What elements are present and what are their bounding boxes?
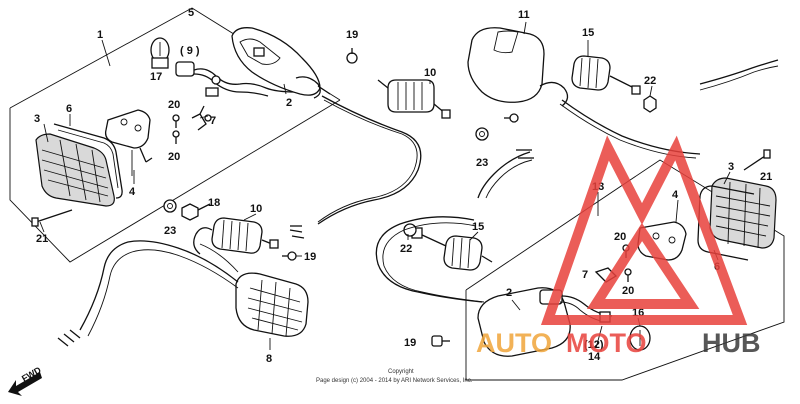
right-frame (465, 159, 785, 381)
watermark-part3: HUB (702, 328, 761, 358)
watermark: AUTO MOTO HUB (476, 135, 761, 358)
callout-21-left: 21 (36, 233, 48, 245)
copyright-line2: Page design (c) 2004 - 2014 by ARI Netwo… (316, 378, 473, 384)
callout-23-left: 23 (164, 225, 176, 237)
callout-19-left: 19 (304, 251, 316, 263)
left-socket-plate[interactable] (104, 109, 153, 176)
screw-19-top[interactable] (346, 48, 358, 64)
nut-22-lower[interactable] (403, 223, 417, 237)
left-clamp[interactable] (191, 105, 212, 131)
screw-19-lower[interactable] (431, 335, 450, 347)
watermark-part1: AUTO (476, 328, 552, 358)
right-rear-lens[interactable] (709, 177, 777, 249)
left-harness (317, 95, 422, 225)
right-screw-lower[interactable] (624, 268, 632, 282)
screw-19-left[interactable] (282, 251, 297, 261)
fwd-indicator: FWD (8, 365, 43, 396)
callout-19-top: 19 (346, 29, 358, 41)
lower-left-housing[interactable] (235, 272, 309, 337)
right-lower-harness (375, 216, 483, 303)
callout-20-right-lower: 20 (622, 285, 634, 297)
nut-18[interactable] (181, 203, 211, 221)
left-rear-lens[interactable] (35, 133, 115, 207)
callout-20-left-upper: 20 (168, 99, 180, 111)
copyright-line1: Copyright (388, 369, 414, 375)
right-rear-housing[interactable] (467, 27, 701, 159)
callout-4-right: 4 (672, 189, 679, 201)
left-harness-2 (317, 99, 418, 223)
callout-3-left: 3 (34, 113, 40, 125)
watermark-triangles (540, 135, 748, 325)
callout-14: 14 (588, 351, 601, 363)
callout-20-right-upper: 20 (614, 231, 626, 243)
lower-stay-10[interactable] (193, 217, 279, 255)
right-gasket-2[interactable] (697, 195, 749, 261)
callout-22-upper: 22 (644, 75, 656, 87)
callout-9: ( 9 ) (180, 45, 200, 57)
right-top-wires (699, 59, 779, 85)
callout-19-lower: 19 (404, 337, 416, 349)
left-screw-lower[interactable] (172, 130, 180, 144)
callout-1: 1 (97, 29, 103, 41)
upper-stay-15[interactable] (571, 55, 641, 95)
right-bolt[interactable] (743, 149, 771, 171)
callout-21-right: 21 (760, 171, 772, 183)
callout-7-right: 7 (582, 269, 588, 281)
nut-23-center[interactable] (475, 127, 489, 141)
callout-8: 8 (266, 353, 272, 365)
callout-10-lower: 10 (250, 203, 262, 215)
callout-5: 5 (188, 7, 194, 19)
callout-20-left-lower: 20 (168, 151, 180, 163)
callout-2-left: 2 (286, 97, 292, 109)
left-bulb-socket[interactable] (175, 61, 297, 97)
center-wires-2 (485, 159, 533, 199)
watermark-part2: MOTO (566, 328, 647, 358)
callout-15-lower: 15 (472, 221, 484, 233)
right-gasket[interactable] (699, 185, 755, 197)
lower-left-harness (79, 240, 239, 331)
callout-18: 18 (208, 197, 220, 209)
callout-15-upper: 15 (582, 27, 594, 39)
lower-stay-15[interactable] (411, 227, 493, 271)
callout-2-right: 2 (506, 287, 512, 299)
left-gasket[interactable] (53, 123, 123, 199)
left-bolt[interactable] (31, 209, 73, 227)
nut-22-upper[interactable] (643, 95, 657, 113)
callout-22-lower: 22 (400, 243, 412, 255)
callout-3-right: 3 (728, 161, 734, 173)
callout-11: 11 (518, 9, 530, 21)
callout-23-center: 23 (476, 157, 488, 169)
callout-12: (12) (584, 339, 604, 351)
right-lower-harness-2 (382, 222, 485, 303)
callout-7-left: 7 (210, 115, 216, 127)
copyright: Copyright Page design (c) 2004 - 2014 by… (316, 369, 473, 384)
screw-center[interactable] (504, 113, 519, 123)
center-wires (477, 151, 531, 199)
callout-6-left: 6 (66, 103, 72, 115)
right-top-wires-2 (699, 65, 779, 91)
callout-4-left: 4 (129, 186, 136, 198)
lower-left-harness-3 (199, 243, 239, 273)
left-gasket-inner (57, 129, 119, 189)
left-bulb[interactable] (150, 37, 170, 69)
callout-17: 17 (150, 71, 162, 83)
washer-23-left[interactable] (163, 199, 177, 213)
left-screw-upper[interactable] (172, 114, 180, 128)
lower-left-harness-2 (87, 249, 239, 337)
upper-stay-10[interactable] (377, 79, 451, 119)
callout-10-upper: 10 (424, 67, 436, 79)
left-front-housing[interactable] (231, 27, 331, 99)
